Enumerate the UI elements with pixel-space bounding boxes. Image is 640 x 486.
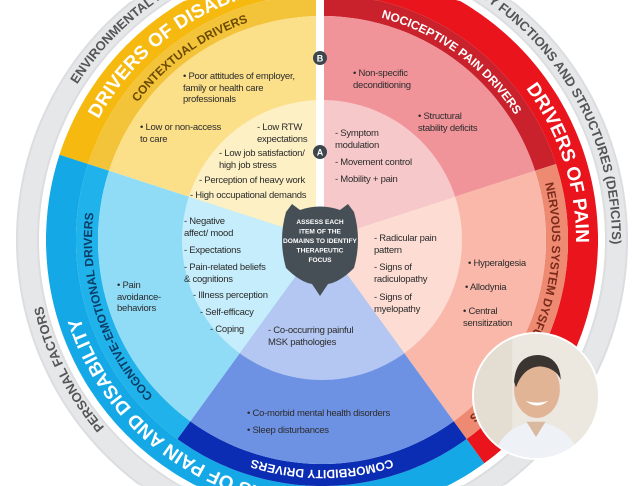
contextual-driver-item: - High occupational demands — [190, 190, 307, 201]
comorbidity-driver-item: • Sleep disturbances — [247, 425, 329, 436]
center-instruction-line: ITEM OF THE — [299, 229, 341, 236]
contextual-driver-item: - Perception of heavy work — [199, 175, 305, 186]
cognitive-driver-item: - Illness perception — [193, 290, 268, 301]
sub-label-nociceptive: NOCICEPTIVE PAIN DRIVERS — [380, 7, 524, 117]
marker-b-label: B — [317, 54, 324, 64]
nociceptive-driver-item: - Movement control — [335, 157, 412, 168]
center-instruction-line: FOCUS — [308, 257, 332, 264]
marker-a: A — [313, 145, 327, 159]
center-instruction-line: ASSESS EACH — [296, 219, 344, 226]
vertical-divider — [316, 0, 324, 212]
sub-label-nervous: NERVOUS SYSTEM DYSFUNCTION DRIVERS — [467, 181, 563, 425]
cognitive-driver-item: - Expectations — [184, 245, 241, 256]
center-instruction-line: DOMAINS TO IDENTIFY — [283, 238, 357, 245]
cognitive-driver-item: - Coping — [210, 324, 244, 335]
contextual-driver-item: • Poor attitudes of employer,family or h… — [183, 71, 295, 105]
nervous-driver-item: • Hyperalgesia — [468, 258, 526, 269]
marker-a-label: A — [317, 148, 324, 158]
center-instruction-line: THERAPEUTIC — [297, 248, 344, 255]
nervous-driver-item: • Allodynia — [465, 282, 507, 293]
marker-b: B — [313, 51, 327, 65]
sub-label-comorbidity: COMORBIDITY DRIVERS — [249, 456, 395, 481]
contextual-driver-item: - Low job satisfaction/high job stress — [219, 148, 305, 171]
cognitive-driver-item: - Self-efficacy — [200, 307, 254, 318]
comorbidity-driver-item: • Co-morbid mental health disorders — [247, 408, 390, 419]
nociceptive-driver-item: - Mobility + pain — [335, 174, 398, 185]
center-badge: ASSESS EACH ITEM OF THE DOMAINS TO IDENTIF… — [282, 204, 358, 296]
cognitive-driver-item: - Pain-related beliefs& cognitions — [184, 262, 266, 285]
